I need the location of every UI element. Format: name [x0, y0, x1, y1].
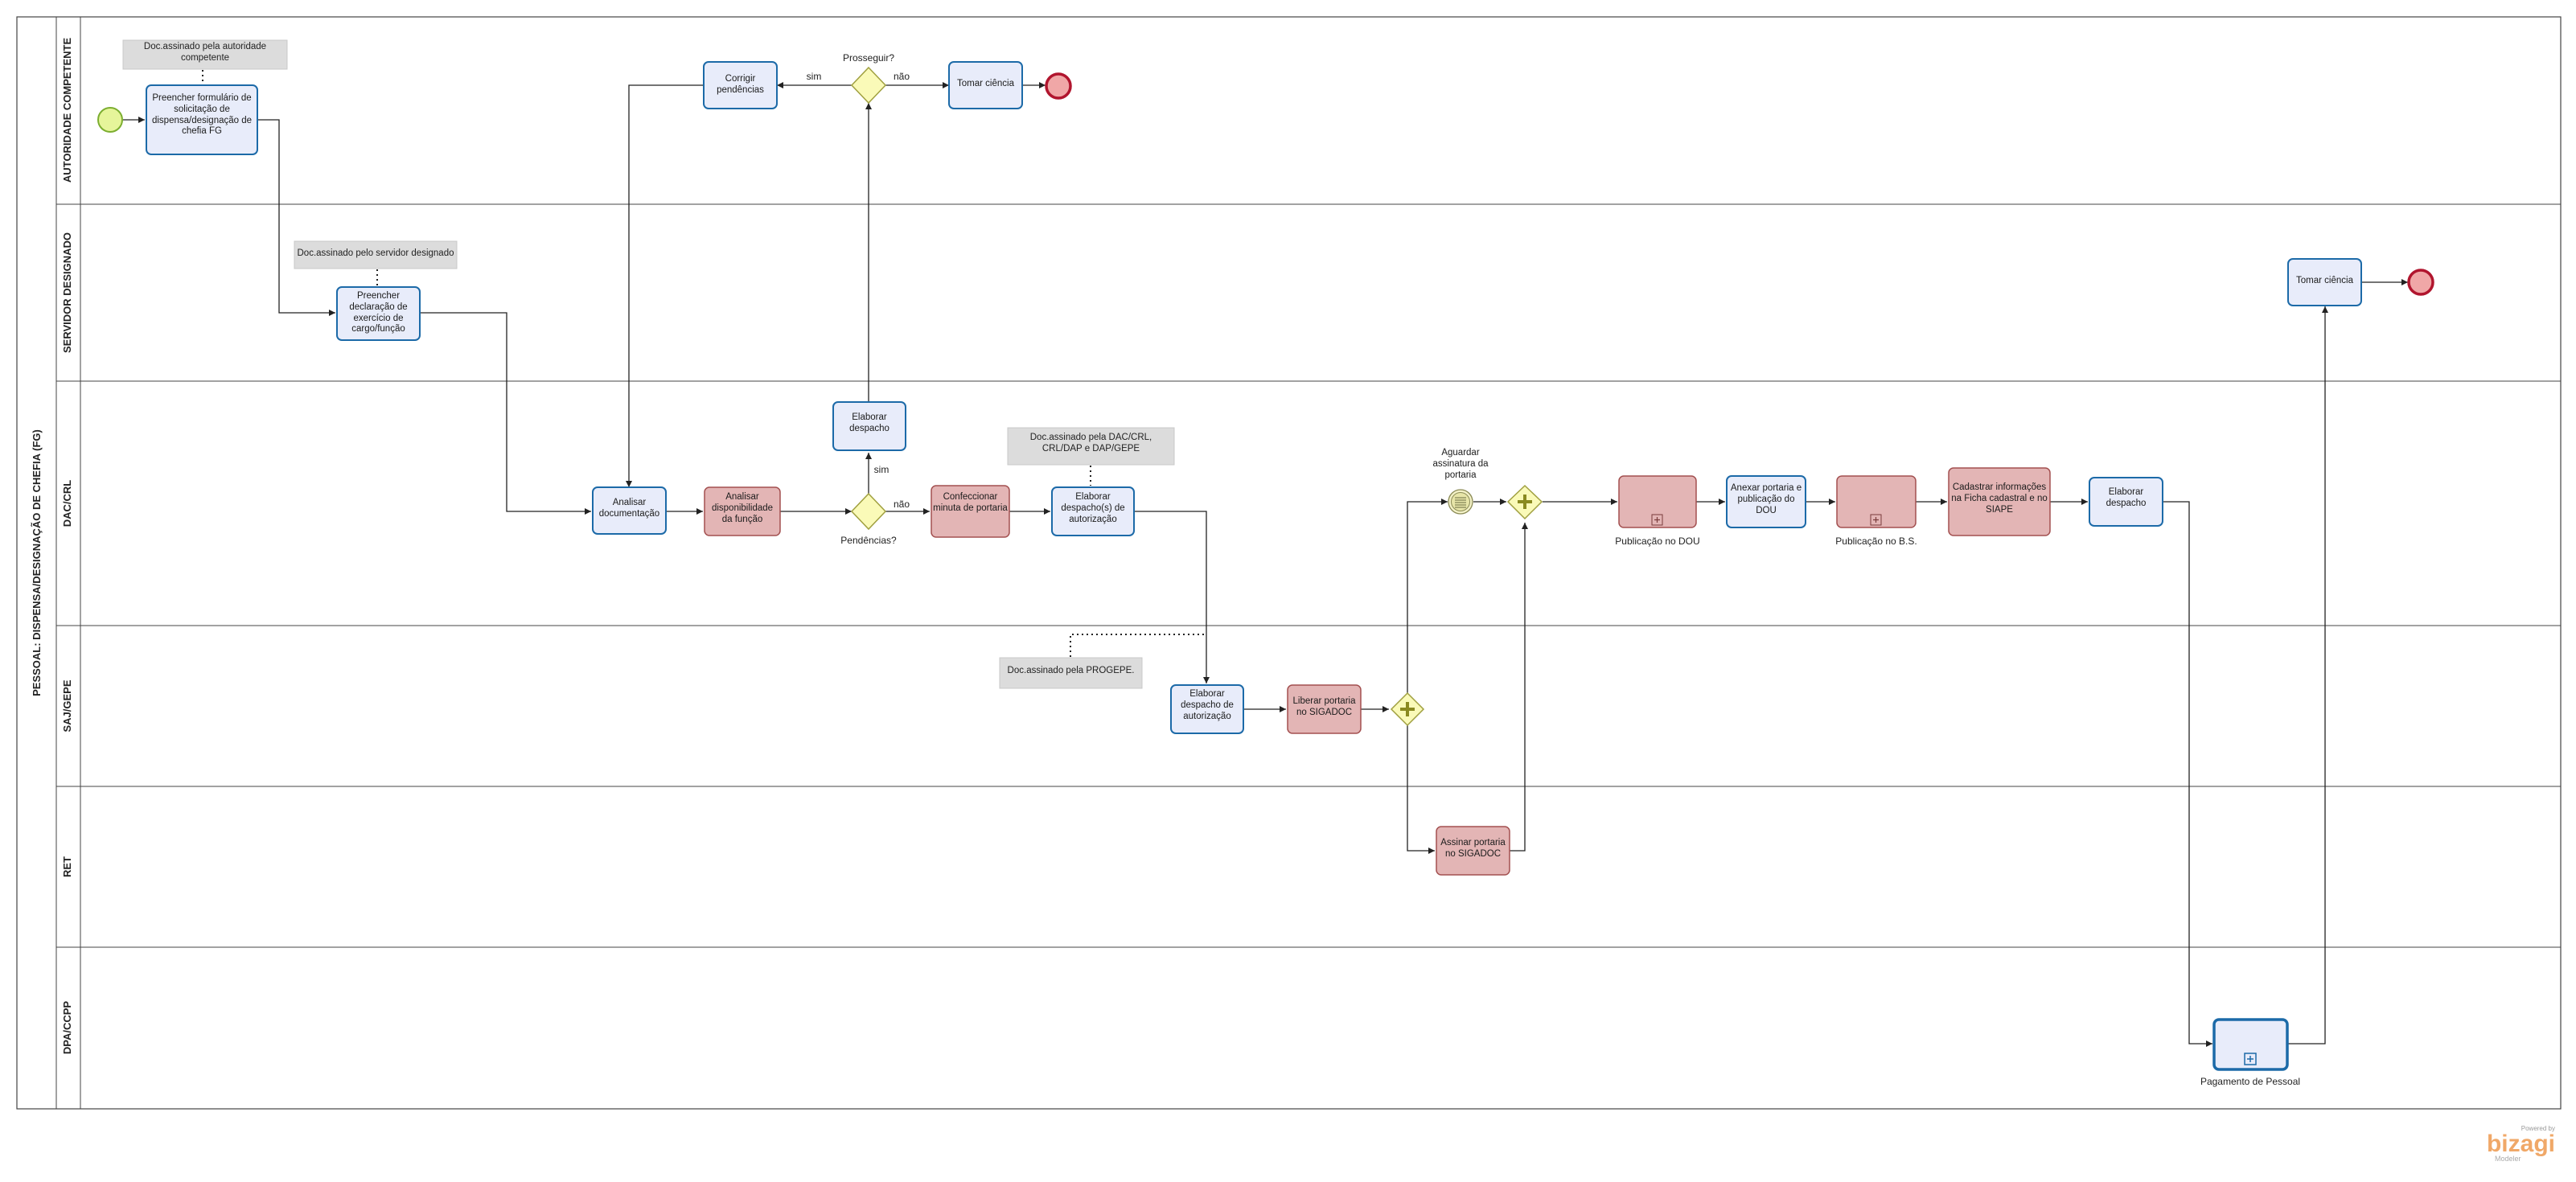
- parallel-gateway-join[interactable]: [1506, 484, 1543, 520]
- lane-dpa-ccpp: DPA/CCPP: [61, 1001, 73, 1055]
- subprocess-publicacao-dou[interactable]: [1618, 475, 1697, 528]
- gateway-prosseguir[interactable]: [850, 66, 887, 105]
- task-cadastrar-informacoes[interactable]: Cadastrar informações na Ficha cadastral…: [1948, 467, 2051, 536]
- flow-label-sim-top: sim: [807, 71, 822, 82]
- task-elaborar-despacho-autorizacao-label: Elaborar despacho de autorização: [1181, 689, 1234, 721]
- timer-intermediate-event[interactable]: [1448, 489, 1473, 515]
- task-corrigir-pendencias[interactable]: Corrigir pendências: [703, 61, 778, 109]
- task-elaborar-despacho-dac-label: Elaborar despacho: [849, 412, 889, 433]
- task-anexar-portaria[interactable]: Anexar portaria e publicação do DOU: [1726, 475, 1806, 528]
- gateway-pendencias[interactable]: [850, 492, 887, 531]
- task-corrigir-pendencias-label: Corrigir pendências: [717, 74, 764, 95]
- annotation-doc-autoridade: Doc.assinado pela autoridade competente: [143, 42, 267, 63]
- annotation-doc-servidor: Doc.assinado pelo servidor designado: [297, 248, 454, 258]
- task-preencher-declaracao[interactable]: Preencher declaração de exercício de car…: [336, 286, 421, 341]
- subprocess-pagamento-pessoal-label: Pagamento de Pessoal: [2200, 1076, 2300, 1087]
- lane-saj-gepe: SAJ/GEPE: [61, 679, 73, 732]
- task-preencher-formulario-label: Preencher formulário de solicitação de d…: [151, 93, 253, 137]
- subprocess-publicacao-bs[interactable]: [1836, 475, 1917, 528]
- lane-dac-crl: DAC/CRL: [61, 480, 73, 527]
- timer-label: Aguardar assinatura da portaria: [1432, 448, 1489, 480]
- pool: PESSOAL: DISPENSA/DESIGNAÇÃO DE CHEFIA (…: [16, 16, 2562, 1110]
- task-elaborar-despacho-autorizacao[interactable]: Elaborar despacho de autorização: [1170, 684, 1244, 734]
- bizagi-logo: Powered by bizagi Modeler: [2487, 1125, 2555, 1163]
- task-assinar-portaria[interactable]: Assinar portaria no SIGADOC: [1436, 826, 1510, 876]
- lane-separators: [56, 203, 2561, 948]
- flow-label-sim-mid: sim: [874, 464, 889, 475]
- task-analisar-disponibilidade[interactable]: Analisar disponibilidade da função: [704, 486, 781, 536]
- pool-title: PESSOAL: DISPENSA/DESIGNAÇÃO DE CHEFIA (…: [31, 429, 43, 696]
- annotation-doc-dac: Doc.assinado pela DAC/CRL, CRL/DAP e DAP…: [1029, 433, 1152, 454]
- parallel-gateway-saj[interactable]: [1390, 692, 1425, 727]
- task-cadastrar-informacoes-label: Cadastrar informações na Ficha cadastral…: [1951, 482, 2048, 515]
- footer-powered: Powered by: [2521, 1125, 2555, 1132]
- lane-ret: RET: [61, 856, 73, 877]
- annotation-doc-progepe: Doc.assinado pela PROGEPE.: [1007, 666, 1135, 675]
- task-liberar-portaria-label: Liberar portaria no SIGADOC: [1292, 696, 1356, 717]
- task-elaborar-despacho-dac[interactable]: Elaborar despacho: [832, 401, 906, 451]
- task-liberar-portaria[interactable]: Liberar portaria no SIGADOC: [1287, 684, 1362, 734]
- subprocess-publicacao-dou-label: Publicação no DOU: [1615, 536, 1699, 547]
- task-elaborar-despachos-autorizacao[interactable]: Elaborar despacho(s) de autorização: [1051, 486, 1135, 536]
- sequence-flows: [123, 82, 2408, 1047]
- lane-autoridade-competente: AUTORIDADE COMPETENTE: [61, 38, 73, 183]
- task-tomar-ciencia-autoridade[interactable]: Tomar ciência: [948, 61, 1023, 109]
- task-tomar-ciencia-autoridade-label: Tomar ciência: [957, 79, 1014, 88]
- end-event-autoridade[interactable]: [1045, 72, 1072, 100]
- task-preencher-formulario[interactable]: Preencher formulário de solicitação de d…: [146, 84, 258, 155]
- task-analisar-disponibilidade-label: Analisar disponibilidade da função: [711, 492, 774, 524]
- task-tomar-ciencia-servidor[interactable]: Tomar ciência: [2287, 258, 2362, 306]
- start-event[interactable]: [97, 107, 123, 133]
- task-elaborar-despacho-final-label: Elaborar despacho: [2106, 487, 2147, 508]
- task-confeccionar-minuta[interactable]: Confeccionar minuta de portaria: [931, 485, 1010, 538]
- task-analisar-documentacao-label: Analisar documentação: [598, 498, 660, 519]
- subprocess-pagamento-pessoal[interactable]: [2212, 1018, 2289, 1071]
- task-elaborar-despachos-autorizacao-label: Elaborar despacho(s) de autorização: [1061, 492, 1125, 524]
- annotations: Doc.assinado pela autoridade competente …: [122, 39, 1206, 689]
- gateway-pendencias-label: Pendências?: [840, 535, 897, 546]
- task-preencher-declaracao-label: Preencher declaração de exercício de car…: [349, 291, 408, 334]
- flow-label-nao-mid: não: [894, 499, 910, 510]
- task-anexar-portaria-label: Anexar portaria e publicação do DOU: [1730, 483, 1802, 515]
- task-tomar-ciencia-servidor-label: Tomar ciência: [2296, 276, 2353, 285]
- subprocess-publicacao-bs-label: Publicação no B.S.: [1835, 536, 1917, 547]
- task-assinar-portaria-label: Assinar portaria no SIGADOC: [1440, 838, 1506, 859]
- gateway-prosseguir-label: Prosseguir?: [843, 52, 894, 64]
- footer-model: Modeler: [2495, 1155, 2521, 1163]
- flow-label-nao-top: não: [894, 71, 910, 82]
- task-analisar-documentacao[interactable]: Analisar documentação: [592, 486, 667, 535]
- lane-servidor-designado: SERVIDOR DESIGNADO: [61, 232, 73, 353]
- footer-brand: bizagi: [2487, 1131, 2555, 1157]
- end-event-servidor[interactable]: [2407, 269, 2434, 296]
- task-elaborar-despacho-final[interactable]: Elaborar despacho: [2089, 477, 2163, 527]
- task-confeccionar-minuta-label: Confeccionar minuta de portaria: [933, 492, 1008, 513]
